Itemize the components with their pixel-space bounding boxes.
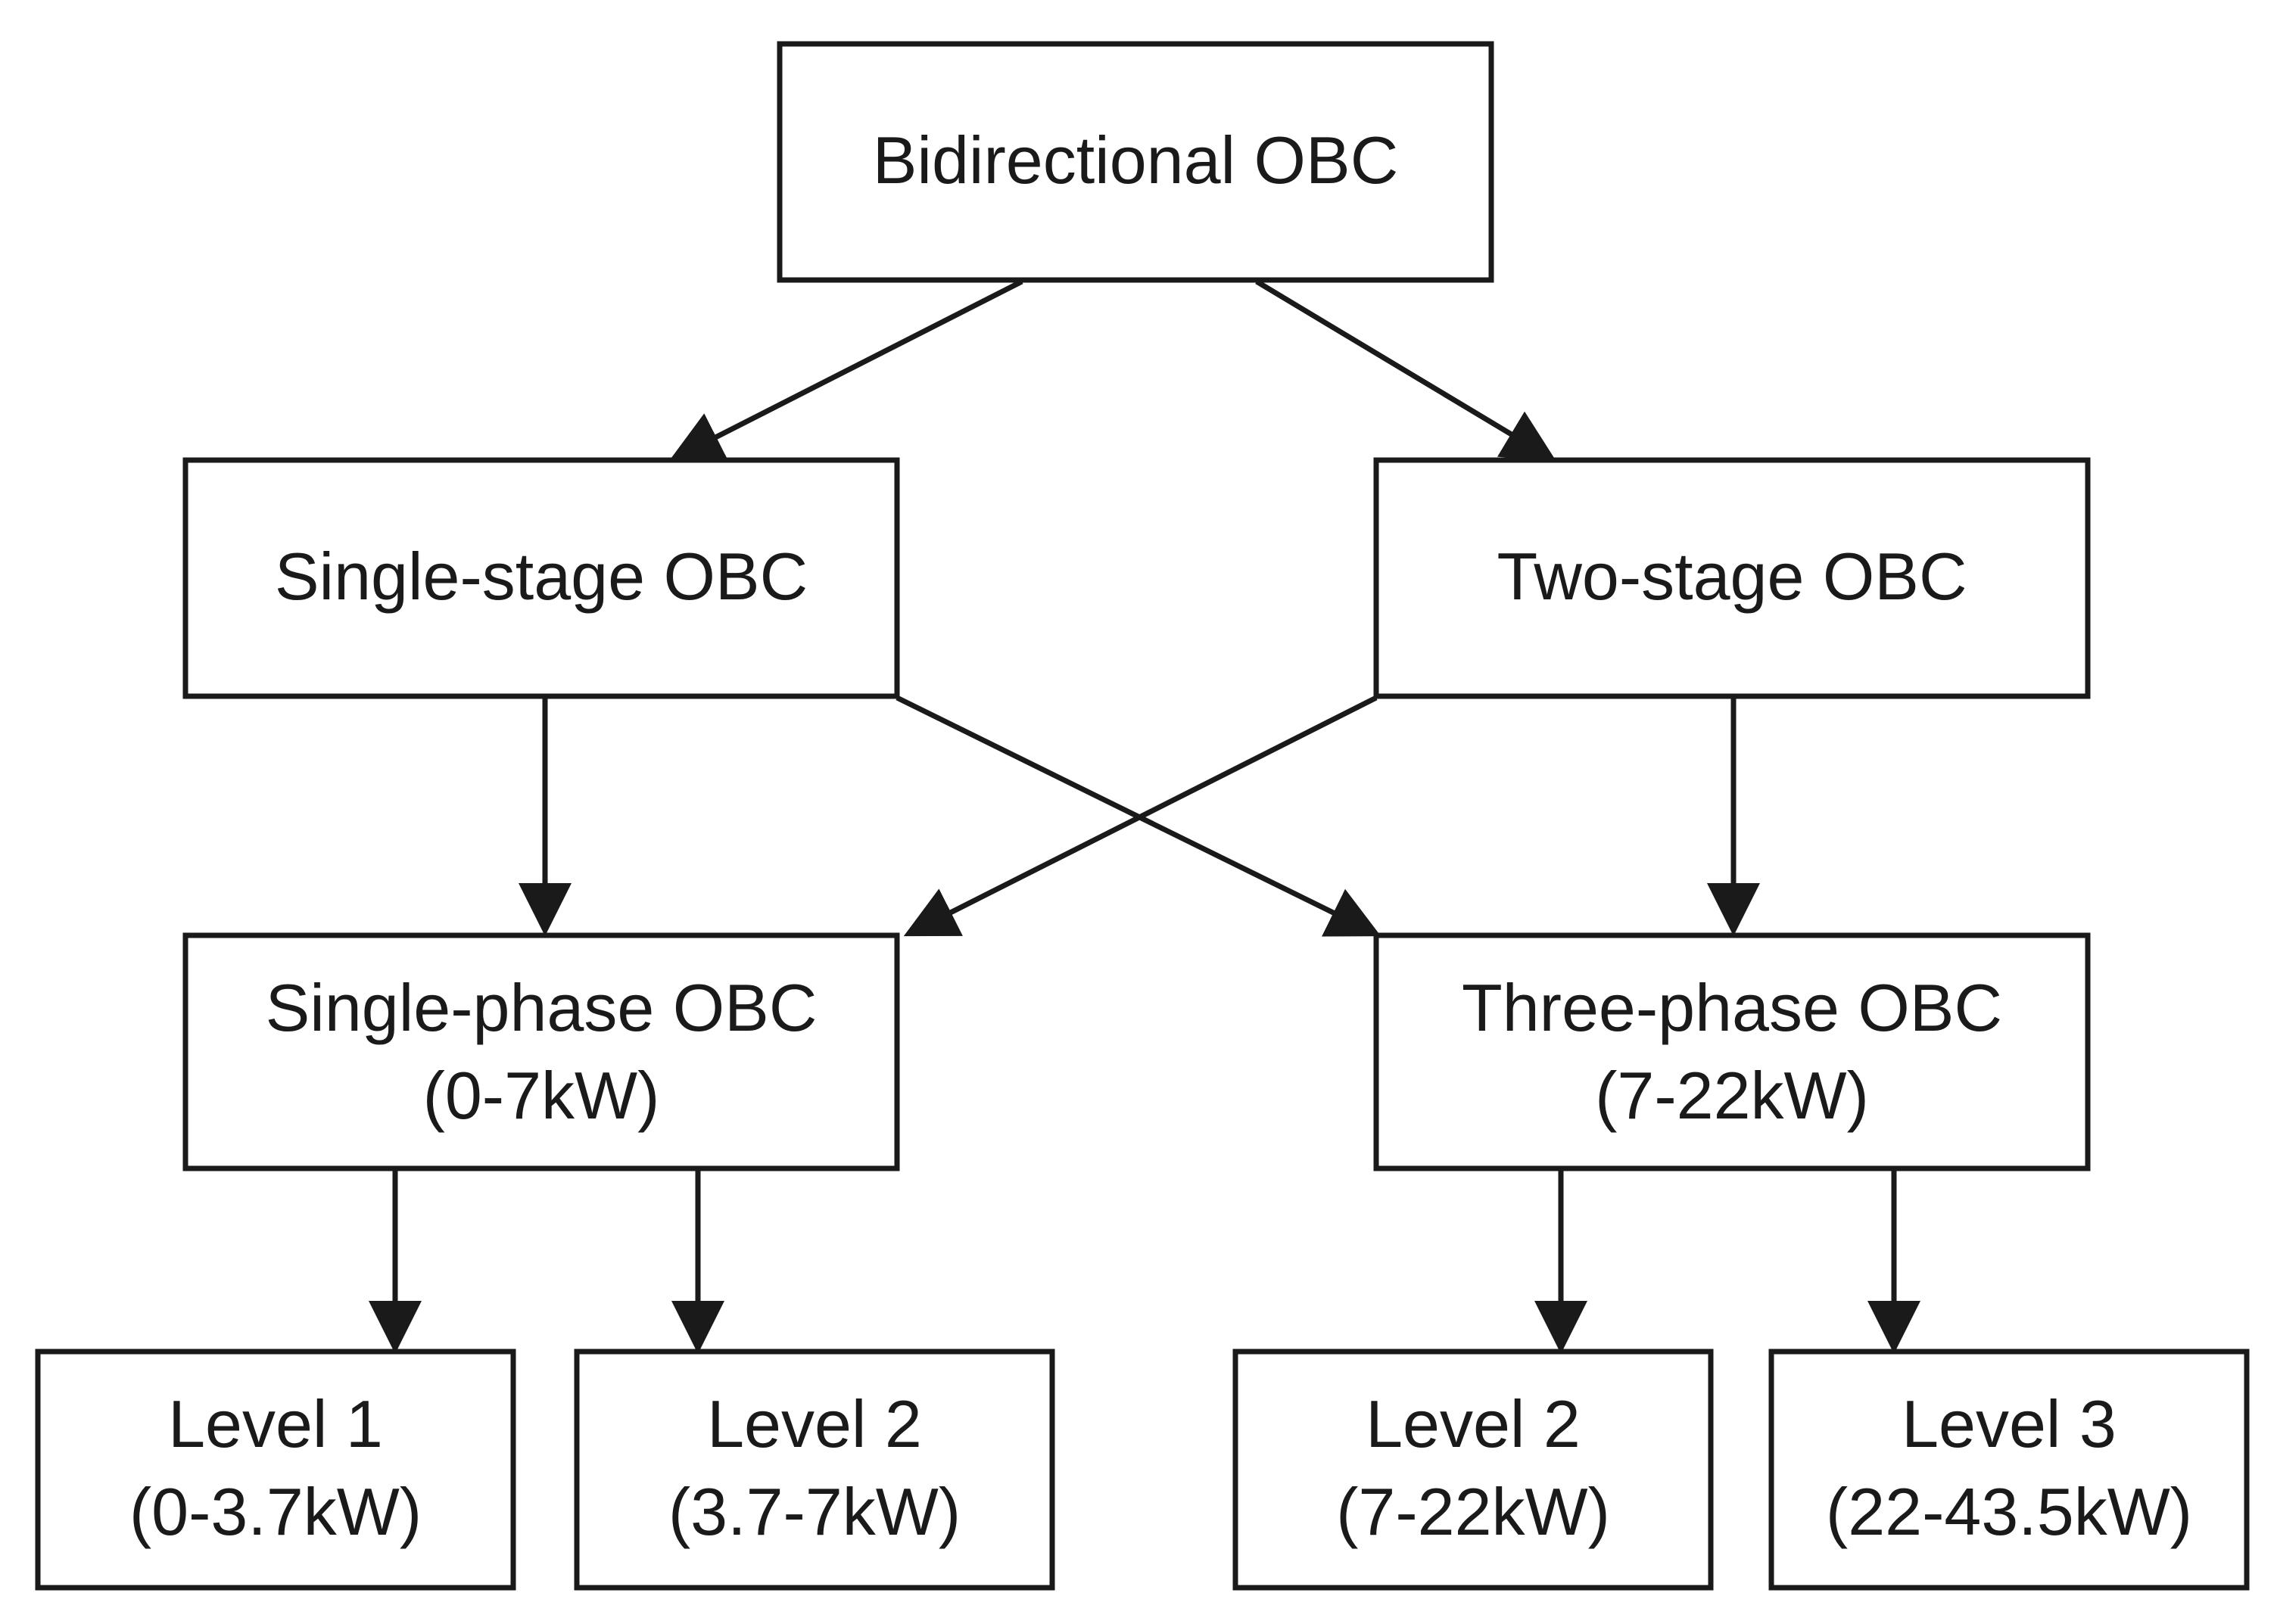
node-level2-single: Level 2 (3.7-7kW): [574, 1349, 1055, 1591]
node-label-line-2: (22-43.5kW): [1826, 1474, 2192, 1549]
node-label-line-1: Bidirectional OBC: [873, 123, 1399, 198]
node-box: [777, 41, 1494, 283]
node-box: [574, 1349, 1055, 1591]
edge-two-stage-to-single-phase: [903, 695, 1378, 937]
node-label-line-1: Two-stage OBC: [1497, 539, 1967, 614]
edge-root-to-two-stage: [1255, 278, 1557, 462]
node-box: [182, 457, 900, 699]
node-label-line-2: (3.7-7kW): [668, 1474, 961, 1549]
node-root: Bidirectional OBC: [777, 41, 1494, 283]
edge-root-to-single-stage: [668, 278, 1023, 462]
node-level2-three: Level 2 (7-22kW): [1232, 1349, 1714, 1591]
node-two-stage: Two-stage OBC: [1373, 457, 2091, 699]
node-label-line-2: (7-22kW): [1595, 1058, 1869, 1133]
node-box: [1373, 932, 2091, 1171]
node-box: [1232, 1349, 1714, 1591]
node-level3: Level 3 (22-43.5kW): [1768, 1349, 2250, 1591]
node-label-line-1: Level 2: [1366, 1386, 1581, 1461]
node-single-phase: Single-phase OBC (0-7kW): [182, 932, 900, 1171]
node-box: [1373, 457, 2091, 699]
node-label-line-1: Level 2: [707, 1386, 922, 1461]
node-label-line-1: Single-phase OBC: [266, 970, 818, 1045]
node-box: [1768, 1349, 2250, 1591]
node-level1: Level 1 (0-3.7kW): [35, 1349, 516, 1591]
node-label-line-2: (0-7kW): [423, 1058, 660, 1133]
node-label-line-1: Single-stage OBC: [275, 539, 808, 614]
node-three-phase: Three-phase OBC (7-22kW): [1373, 932, 2091, 1171]
edges: [369, 278, 1920, 1354]
node-box: [35, 1349, 516, 1591]
node-label-line-1: Level 3: [1902, 1386, 2117, 1461]
node-label-line-2: (0-3.7kW): [129, 1474, 422, 1549]
node-label-line-2: (7-22kW): [1336, 1474, 1610, 1549]
node-single-stage: Single-stage OBC: [182, 457, 900, 699]
node-label-line-1: Level 1: [168, 1386, 383, 1461]
node-box: [182, 932, 900, 1171]
node-label-line-1: Three-phase OBC: [1462, 970, 2002, 1045]
